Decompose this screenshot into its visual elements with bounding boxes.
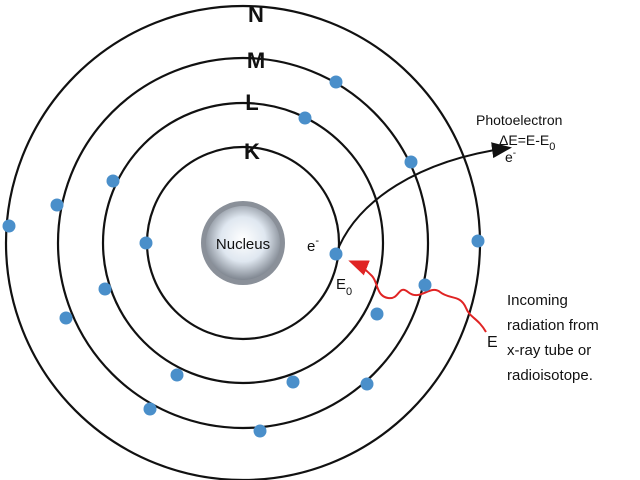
electron-dot — [253, 424, 267, 438]
electron-dot — [329, 75, 343, 89]
nucleus — [206, 206, 280, 280]
shell-label-m: M — [247, 48, 265, 73]
caption-line-2: radiation from — [507, 317, 599, 334]
electron-dot — [98, 282, 112, 296]
incident-energy-label: E — [487, 334, 498, 351]
electron-dot — [360, 377, 374, 391]
electron-dot — [2, 219, 16, 233]
orbit-m — [56, 56, 430, 430]
electron-dot — [329, 247, 343, 261]
photoelectron-path — [335, 142, 512, 255]
electron-dot — [370, 307, 384, 321]
electron-dot — [106, 174, 120, 188]
photoelectron-equation: ΔE=E-E0 — [499, 132, 555, 153]
caption-line-4: radioisotope. — [507, 367, 593, 384]
electron-dot — [139, 236, 153, 250]
photoelectron-title: Photoelectron — [476, 112, 562, 128]
photoelectron-electron: e- — [505, 148, 516, 165]
electron-dot — [143, 402, 157, 416]
shell-label-n: N — [248, 2, 264, 27]
caption-line-1: Incoming — [507, 292, 568, 309]
nucleus-label: Nucleus — [216, 236, 270, 253]
electrons — [2, 75, 485, 438]
incoming-radiation-wave — [348, 260, 487, 333]
electron-dot — [471, 234, 485, 248]
electron-dot — [170, 368, 184, 382]
shell-label-k: K — [244, 139, 260, 164]
electron-dot — [404, 155, 418, 169]
electron-dot — [286, 375, 300, 389]
electron-dot — [50, 198, 64, 212]
electron-label: e- — [307, 235, 319, 255]
electron-dot — [298, 111, 312, 125]
binding-energy-label: E0 — [336, 276, 352, 298]
orbit-l — [101, 101, 385, 385]
electron-dot — [59, 311, 73, 325]
shell-label-l: L — [245, 90, 258, 115]
electron-dot — [418, 278, 432, 292]
caption-line-3: x-ray tube or — [507, 342, 591, 359]
